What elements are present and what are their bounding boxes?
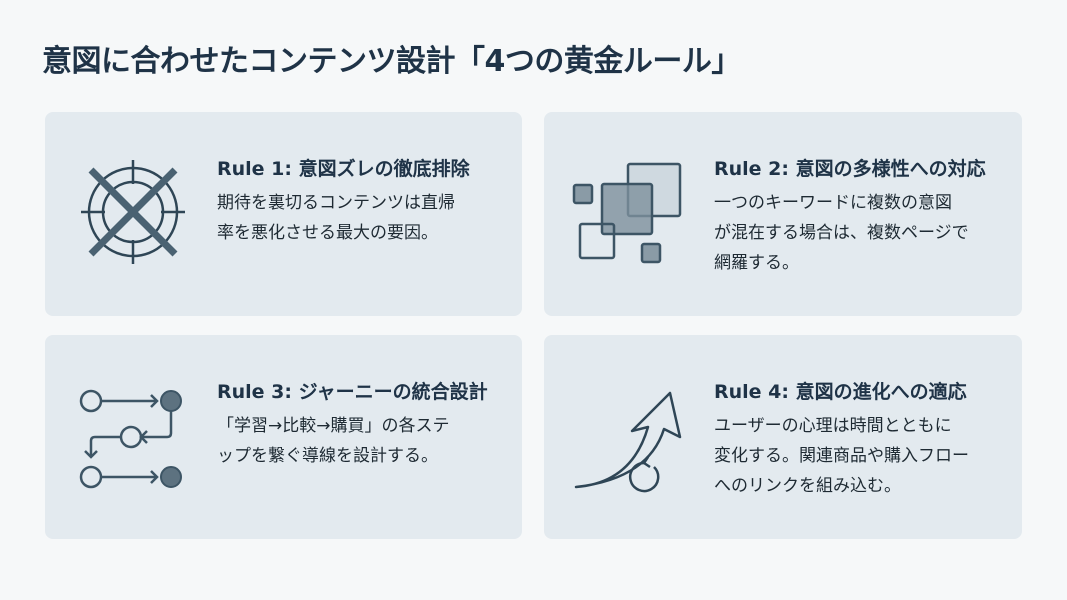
rule-description-line: 率を悪化させる最大の要因。 xyxy=(217,223,438,243)
rule-description-line: 「学習→比較→購買」の各ステ xyxy=(217,416,450,436)
rule-description-line: が混在する場合は、複数ページで xyxy=(714,223,969,243)
rule-description-line: 網羅する。 xyxy=(714,253,799,273)
rule-title: Rule 4: 意図の進化への適応 xyxy=(714,381,967,403)
rule-card-3: Rule 3: ジャーニーの統合設計 「学習→比較→購買」の各ステ ップを繋ぐ導… xyxy=(45,335,522,539)
rule-description-line: へのリンクを組み込む。 xyxy=(714,476,901,496)
rule-title: Rule 2: 意図の多様性への対応 xyxy=(714,158,986,180)
rule-description-line: 変化する。関連商品や購入フロー xyxy=(714,446,969,466)
rule-description: 「学習→比較→購買」の各ステ ップを繋ぐ導線を設計する。 xyxy=(217,411,507,471)
flow-path-icon xyxy=(79,389,182,489)
rule-card-1: Rule 1: 意図ズレの徹底排除 期待を裏切るコンテンツは直帰 率を悪化させる… xyxy=(45,112,522,316)
rule-description: 期待を裏切るコンテンツは直帰 率を悪化させる最大の要因。 xyxy=(217,188,507,248)
rule-card-2: Rule 2: 意図の多様性への対応 一つのキーワードに複数の意図 が混在する場… xyxy=(544,112,1022,316)
rising-arrow-icon xyxy=(574,391,682,493)
rule-description: ユーザーの心理は時間とともに 変化する。関連商品や購入フロー へのリンクを組み込… xyxy=(714,411,1004,501)
crossed-target-icon xyxy=(81,160,185,264)
rule-description-line: ップを繋ぐ導線を設計する。 xyxy=(217,446,438,466)
rule-title: Rule 1: 意図ズレの徹底排除 xyxy=(217,158,470,180)
rule-description-line: 期待を裏切るコンテンツは直帰 xyxy=(217,193,455,213)
rule-description-line: 一つのキーワードに複数の意図 xyxy=(714,193,952,213)
rule-card-4: Rule 4: 意図の進化への適応 ユーザーの心理は時間とともに 変化する。関連… xyxy=(544,335,1022,539)
rule-title: Rule 3: ジャーニーの統合設計 xyxy=(217,381,488,403)
overlapping-squares-icon xyxy=(572,162,682,264)
page-title: 意図に合わせたコンテンツ設計「4つの黄金ルール」 xyxy=(42,44,741,79)
rule-description-line: ユーザーの心理は時間とともに xyxy=(714,416,952,436)
rule-description: 一つのキーワードに複数の意図 が混在する場合は、複数ページで 網羅する。 xyxy=(714,188,1004,278)
